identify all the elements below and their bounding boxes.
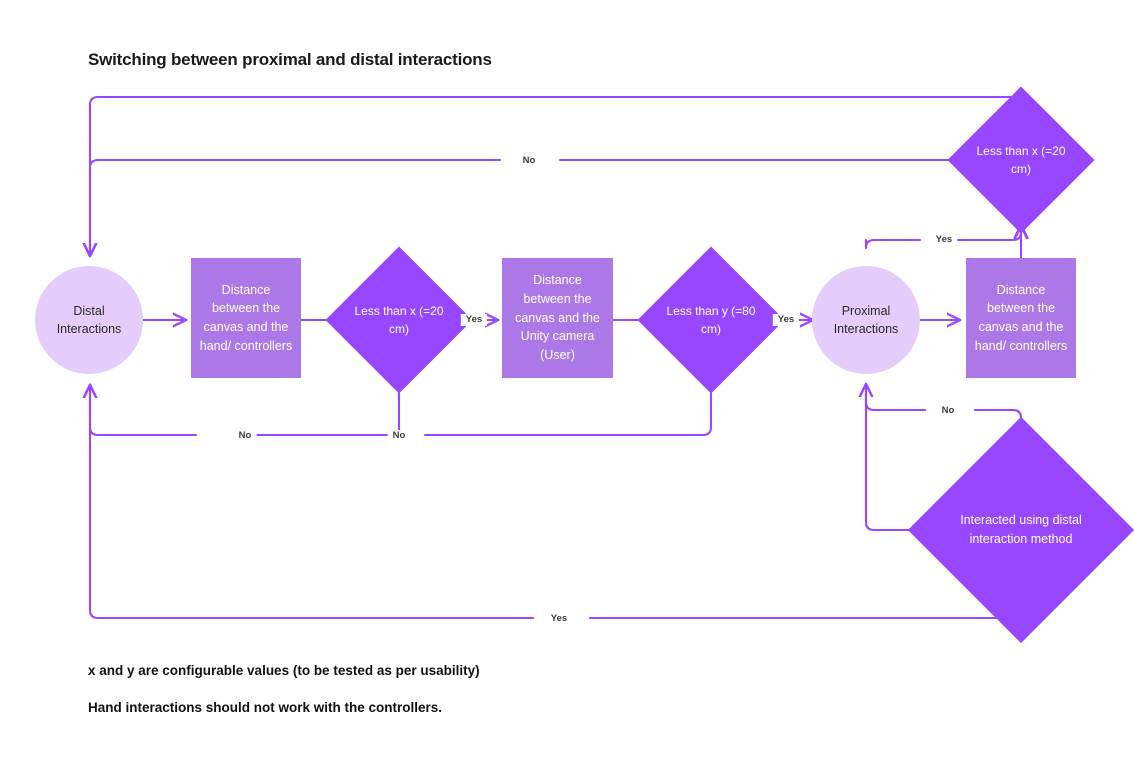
node-proximal-line1: Proximal bbox=[841, 303, 891, 318]
edge-label-no-bottom-left: No bbox=[233, 430, 257, 442]
edge-yes-x2-a bbox=[864, 238, 922, 250]
node-less-than-y[interactable]: Less than y (=80 cm) bbox=[637, 246, 785, 394]
caption-configurable-values: x and y are configurable values (to be t… bbox=[88, 663, 480, 678]
edge-label-no-top: No bbox=[517, 155, 541, 167]
node-less-than-x-2-label: Less than x (=20 cm) bbox=[976, 144, 1066, 176]
edge-yes-x2-b bbox=[956, 226, 1021, 242]
edge-yes-interacted-b bbox=[90, 385, 535, 620]
edge-no-y-a bbox=[423, 371, 713, 437]
edge-label-yes-right-up: Yes bbox=[930, 234, 958, 246]
node-distance-canvas-camera-label: Distance between the canvas and the Unit… bbox=[515, 273, 600, 363]
node-interacted-using-distal-label: Interacted using distal interaction meth… bbox=[960, 513, 1082, 546]
edge-no-interacted-b bbox=[866, 384, 927, 412]
node-distance-canvas-hand-2[interactable]: Distance between the canvas and the hand… bbox=[966, 258, 1076, 378]
node-distance-canvas-hand-1[interactable]: Distance between the canvas and the hand… bbox=[191, 258, 301, 378]
node-interacted-using-distal[interactable]: Interacted using distal interaction meth… bbox=[907, 416, 1134, 644]
edge-no-top-to-distal bbox=[90, 95, 1023, 256]
node-less-than-x-1-label: Less than x (=20 cm) bbox=[354, 304, 444, 336]
node-proximal-line2: Interactions bbox=[833, 322, 899, 336]
node-distance-canvas-camera[interactable]: Distance between the canvas and the Unit… bbox=[502, 258, 613, 378]
node-less-than-x-1[interactable]: Less than x (=20 cm) bbox=[325, 246, 473, 394]
caption-hand-interactions: Hand interactions should not work with t… bbox=[88, 700, 443, 715]
node-less-than-y-label: Less than y (=80 cm) bbox=[666, 304, 756, 336]
edge-label-yes-y: Yes bbox=[772, 314, 800, 326]
node-proximal-interactions[interactable]: Proximal Interactions bbox=[812, 266, 920, 374]
node-distance-canvas-hand-1-label: Distance between the canvas and the hand… bbox=[199, 282, 293, 353]
edge-no-x1-left-b bbox=[90, 385, 198, 437]
node-distal-line2: Interactions bbox=[56, 322, 122, 336]
edge-label-no-right: No bbox=[936, 405, 960, 417]
edge-label-yes-x1: Yes bbox=[460, 314, 488, 326]
edge-label-yes-bottom: Yes bbox=[545, 613, 573, 625]
edge-proximal-to-interacted bbox=[864, 382, 932, 530]
node-less-than-x-2[interactable]: Less than x (=20 cm) bbox=[947, 86, 1095, 234]
edge-yes-x2-a2 bbox=[866, 240, 920, 256]
node-distance-canvas-hand-2-label: Distance between the canvas and the hand… bbox=[974, 282, 1068, 353]
node-distal-interactions[interactable]: Distal Interactions bbox=[35, 266, 143, 374]
edge-yes-interacted-a bbox=[588, 608, 1023, 620]
node-distal-line1: Distal bbox=[73, 303, 105, 318]
page-title: Switching between proximal and distal in… bbox=[88, 50, 492, 69]
edge-label-no-bottom-mid: No bbox=[387, 430, 411, 442]
edge-no-top-run-b bbox=[90, 158, 502, 256]
